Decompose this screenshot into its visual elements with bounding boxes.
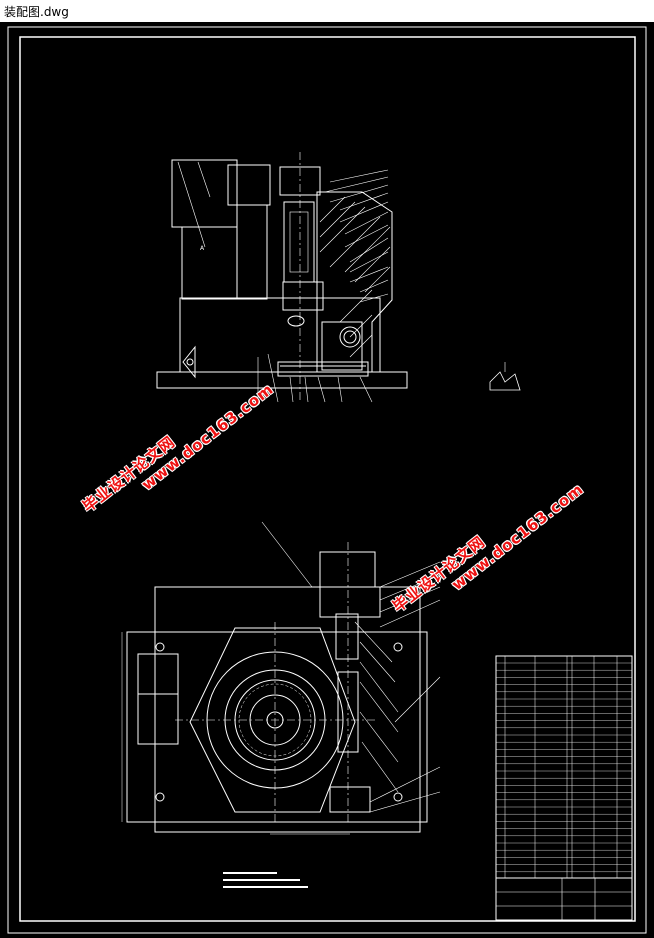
inner-frame xyxy=(19,36,636,922)
outer-frame xyxy=(7,26,647,934)
drawing-canvas[interactable]: A xyxy=(0,22,654,938)
technical-notes xyxy=(223,872,308,888)
front-section-view: A xyxy=(156,152,521,403)
plan-view xyxy=(121,521,441,835)
cad-drawing: A xyxy=(7,26,647,934)
file-title: 装配图.dwg xyxy=(4,5,69,19)
parts-list-table xyxy=(495,655,633,921)
svg-text:A: A xyxy=(200,245,205,252)
window-titlebar: 装配图.dwg xyxy=(0,0,654,23)
